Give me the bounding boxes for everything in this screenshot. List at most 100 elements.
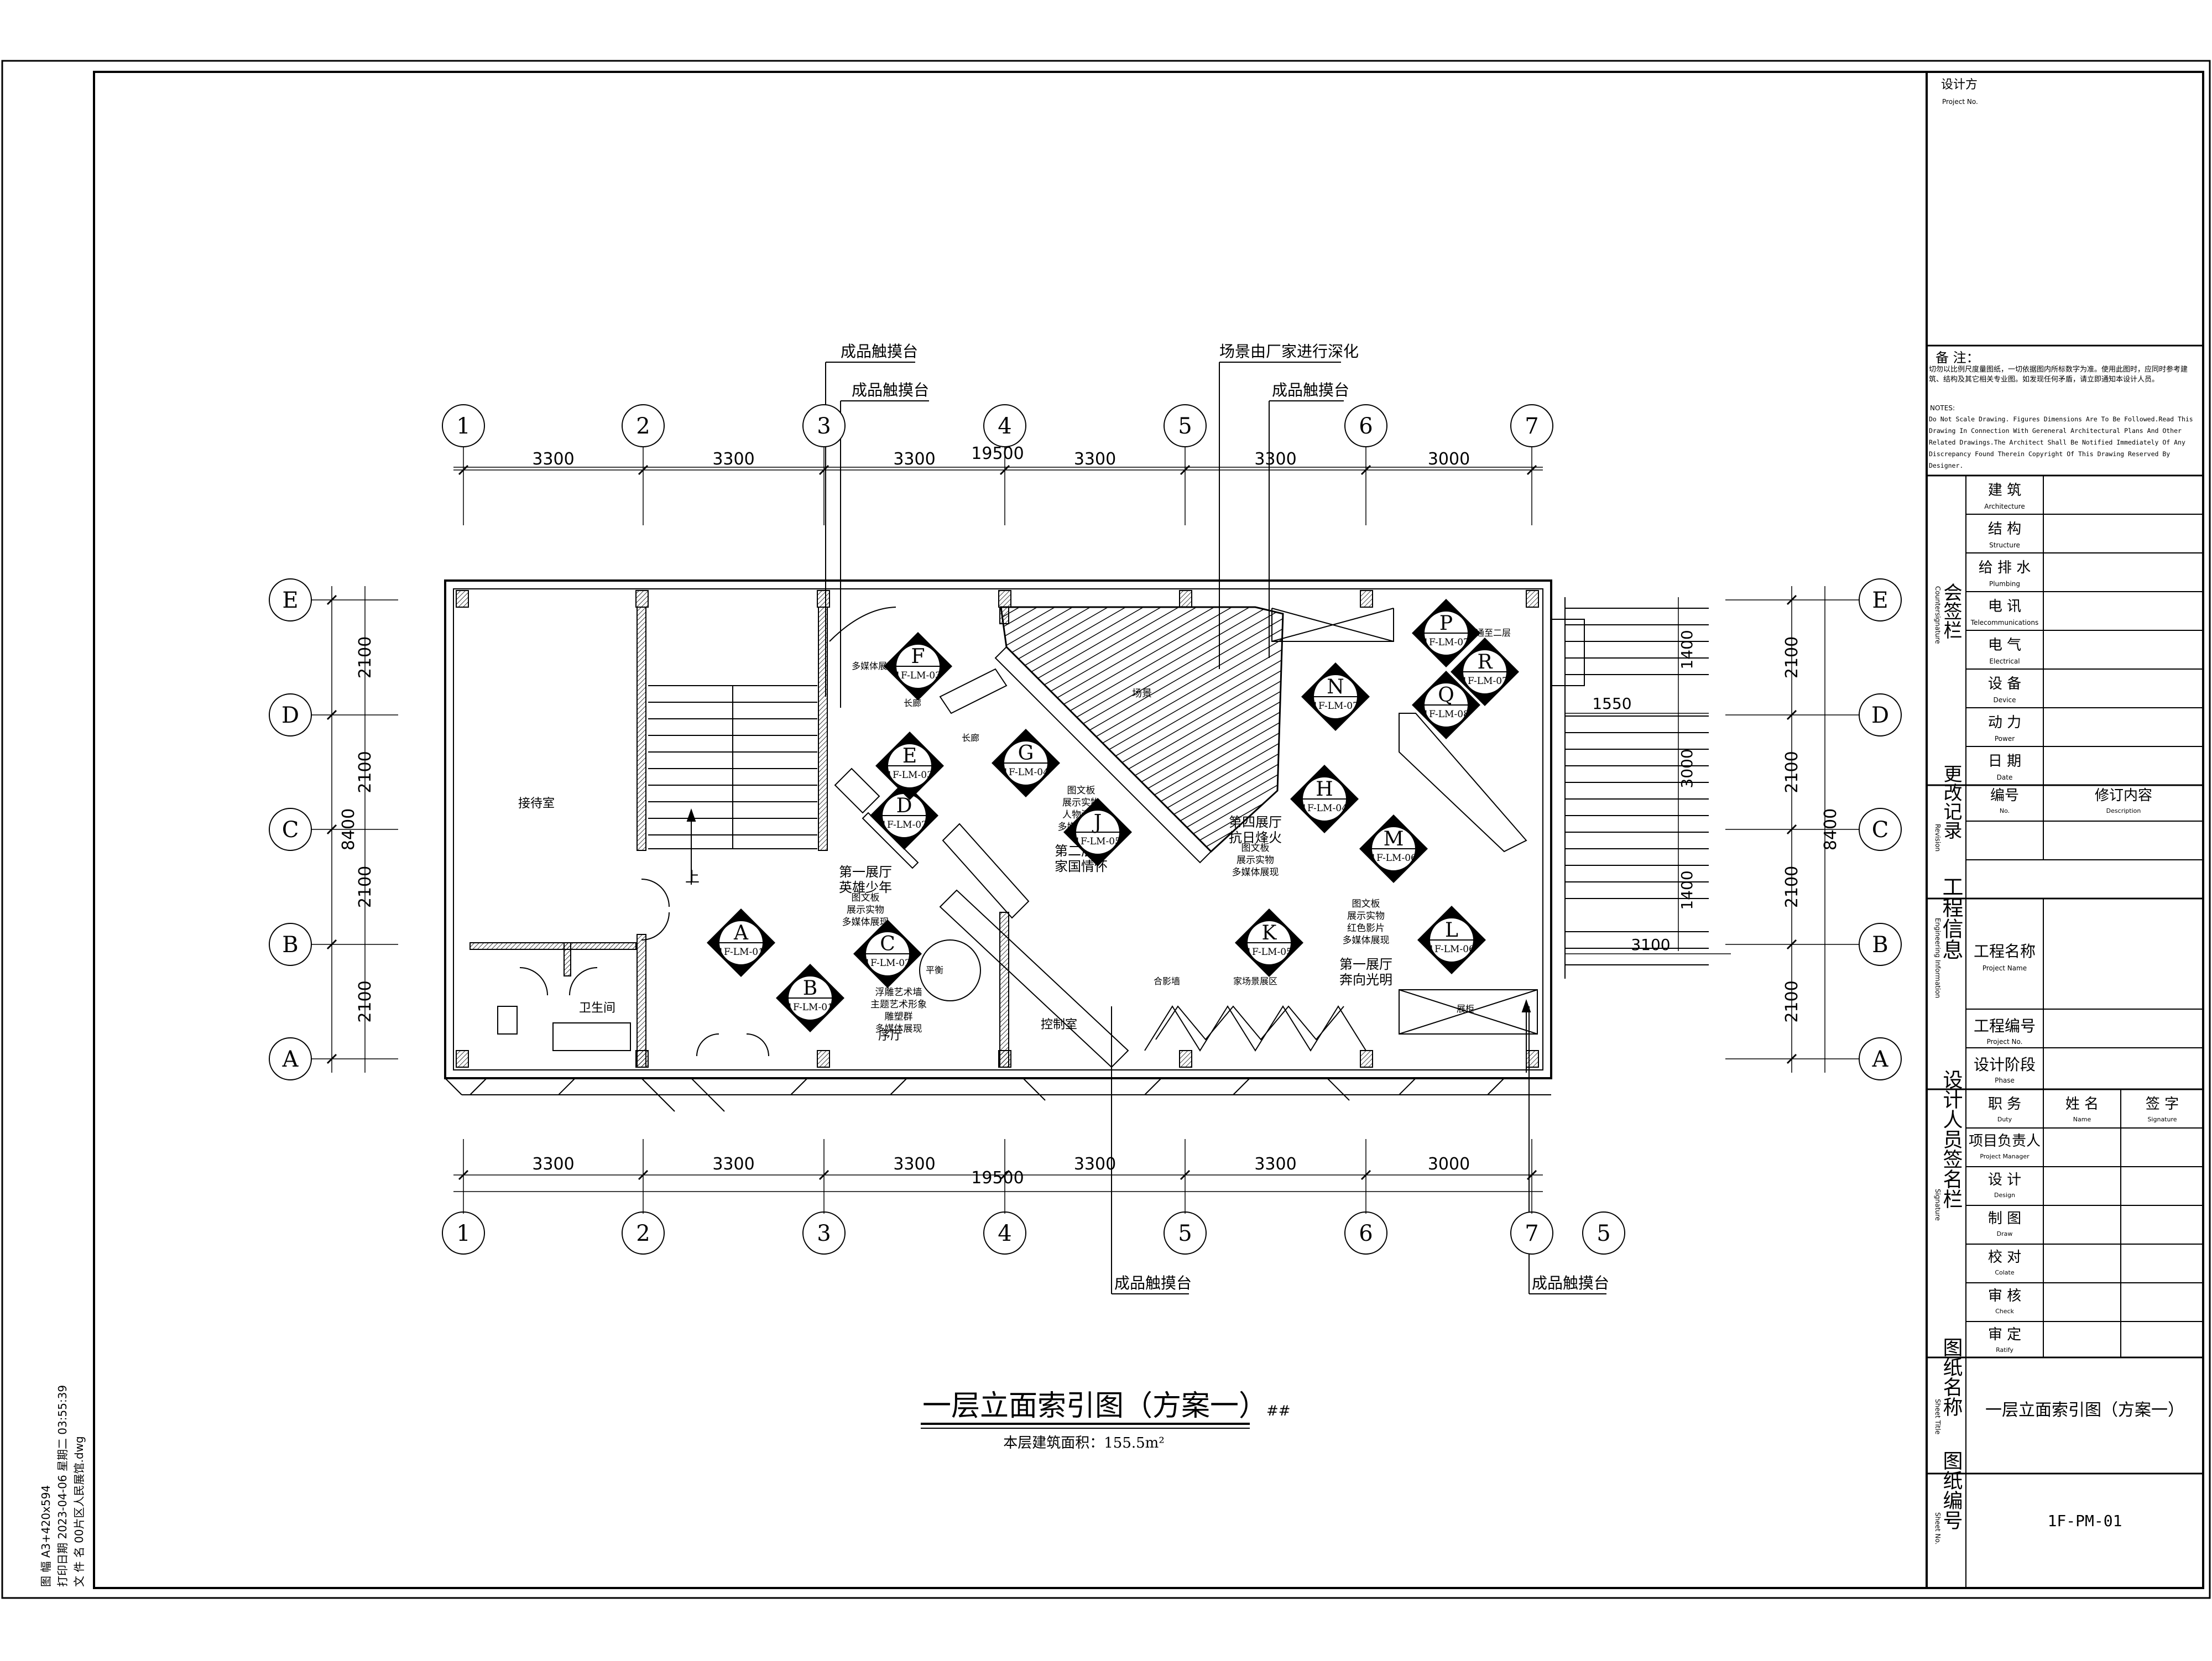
tb-discipline-7: 日 期 [1988, 753, 2021, 770]
index-marker-Q[interactable]: Q1F-LM-08 [1412, 671, 1480, 739]
tb-rev-no-en: No. [2000, 807, 2010, 814]
tb-role-0: 项目负责人 [1969, 1133, 2041, 1150]
dim-total-bottom: 19500 [971, 1168, 1024, 1188]
svg-text:7: 7 [1525, 414, 1538, 439]
hall-h2-line-0: 图文板 [1067, 785, 1095, 796]
marker-code: 1F-LM-06 [1370, 853, 1417, 864]
doors [497, 879, 769, 1057]
room-control: 控制室 [1041, 1018, 1077, 1032]
tb-revision: 更改记录 [1940, 764, 1962, 839]
tb-discipline-en-5: Device [1993, 696, 2016, 704]
index-marker-G[interactable]: G1F-LM-04 [992, 729, 1060, 797]
dim-dims_y_right-3: 2100 [1782, 980, 1802, 1022]
tb-sheet-name: 一层立面索引图（方案一） [1985, 1401, 2184, 1420]
tb-project-name-en: Project Name [1983, 964, 2027, 972]
tb-role-en-4: Check [1995, 1308, 2014, 1315]
dim-dims_y_right-2: 2100 [1782, 866, 1802, 908]
axis-y-right-C: C [1859, 808, 1902, 851]
tb-discipline-en-1: Structure [1989, 541, 2020, 549]
tb-sheet-no-label: 图纸编号 [1940, 1450, 1963, 1530]
exterior-edge [445, 999, 1551, 1112]
dim-3100: 3100 [1631, 936, 1670, 954]
drawing-title-group: 一层立面索引图（方案一） ## 本层建筑面积：155.5m² [921, 1390, 1291, 1451]
dim-dims_x-3: 3300 [1074, 450, 1116, 469]
tb-discipline-en-6: Power [1995, 735, 2015, 743]
index-marker-N[interactable]: N1F-LM-07 [1301, 662, 1370, 731]
index-marker-D[interactable]: D1F-LM-02 [870, 781, 938, 850]
svg-text:1: 1 [456, 1221, 470, 1246]
tb-discipline-2: 给 排 水 [1979, 560, 2031, 576]
svg-text:3: 3 [817, 414, 831, 439]
tb-discipline-0: 建 筑 [1988, 482, 2021, 499]
marker-code: 1F-LM-01 [718, 947, 764, 958]
tb-discipline-6: 动 力 [1988, 714, 2021, 731]
tb-discipline-3: 电 讯 [1988, 598, 2021, 615]
hall-h3-line-4: 多媒体展现 [1232, 867, 1279, 878]
index-marker-K[interactable]: K1F-LM-05 [1235, 908, 1303, 977]
tb-discipline-5: 设 备 [1988, 676, 2021, 692]
index-marker-C[interactable]: C1F-LM-02 [853, 920, 922, 988]
marker-letter: B [803, 977, 817, 1000]
tb-discipline-en-2: Plumbing [1989, 580, 2020, 588]
dim-3000: 3000 [1678, 749, 1696, 788]
tb-role-en-2: Draw [1997, 1230, 2013, 1237]
svg-text:4: 4 [998, 414, 1011, 439]
axis-x-bottom-7: 7 [1510, 1211, 1553, 1255]
dim-dims_x-0: 3300 [532, 450, 574, 469]
label-stairs-note: 通至二层 [1475, 628, 1511, 638]
marker-letter: K [1262, 922, 1277, 944]
tb-role-1: 设 计 [1988, 1172, 2021, 1188]
tb-role-en-3: Colate [1995, 1269, 2015, 1276]
hall-h4-line-4: 第一展厅 [1339, 957, 1392, 972]
marker-code: 1F-LM-02 [864, 958, 911, 969]
svg-text:A: A [282, 1047, 299, 1072]
callout-1: 成品触摸台 [841, 342, 918, 361]
marker-code: 1F-LM-04 [1003, 767, 1049, 778]
stair-right [1551, 597, 1709, 979]
axis-y-right-B: B [1859, 923, 1902, 966]
hall-h3-line-2: 图文板 [1241, 843, 1270, 854]
tb-discipline-4: 电 气 [1988, 637, 2021, 654]
dim-dims_x_bottom-0: 3300 [532, 1155, 574, 1174]
label-long2: 长廊 [962, 733, 979, 743]
hall-h1-line-0: 第一展厅 [839, 864, 892, 880]
svg-text:7: 7 [1525, 1221, 1538, 1246]
title-block [1926, 71, 2204, 1589]
index-marker-L[interactable]: L1F-LM-06 [1417, 906, 1486, 974]
tb-sheet-name-label-en: Sheet Title [1934, 1399, 1942, 1434]
index-marker-H[interactable]: H1F-LM-04 [1290, 765, 1359, 833]
room-lobby: 序厅 [878, 1029, 902, 1043]
tb-discipline-en-3: Telecommunications [1970, 619, 2038, 626]
index-marker-P[interactable]: P1F-LM-07 [1412, 599, 1480, 667]
svg-text:E: E [1872, 588, 1888, 613]
hall-h4-line-2: 红色影片 [1347, 923, 1385, 934]
index-marker-J[interactable]: J1F-LM-05 [1063, 798, 1132, 866]
svg-text:4: 4 [998, 1221, 1011, 1246]
svg-text:D: D [281, 703, 299, 728]
index-marker-M[interactable]: M1F-LM-06 [1359, 814, 1428, 883]
index-marker-F[interactable]: F1F-LM-03 [884, 632, 952, 701]
dim-dims_y_right-0: 2100 [1782, 636, 1802, 678]
hall-h5-line-1: 主题艺术形象 [870, 999, 927, 1010]
marker-code: 1F-LM-03 [886, 770, 933, 781]
index-marker-E[interactable]: E1F-LM-03 [875, 732, 944, 800]
index-marker-R[interactable]: R1F-LM-07 [1451, 638, 1519, 706]
index-marker-B[interactable]: B 1F-LM-01 [776, 964, 844, 1032]
dim-dims_x_bottom-3: 3300 [1074, 1155, 1116, 1174]
tb-design-stage-en: Phase [1995, 1077, 2015, 1084]
marker-code: 1F-LM-01 [787, 1002, 833, 1013]
svg-text:5: 5 [1178, 414, 1192, 439]
axis-x-bottom-2: 2 [622, 1211, 665, 1255]
dim-dims_x-5: 3000 [1428, 450, 1470, 469]
drawing-title-suffix: ## [1266, 1403, 1291, 1419]
tb-role-en-0: Project Manager [1980, 1153, 2030, 1160]
axis-x-bottom-5: 5 [1164, 1211, 1207, 1255]
index-marker-A[interactable]: A1F-LM-01 [707, 908, 775, 977]
axis-x-top-7: 7 [1510, 404, 1553, 447]
axis-y-left-B: B [269, 923, 312, 966]
tb-project-name: 工程名称 [1974, 942, 2036, 960]
tb-eng-info: 工程信息 [1939, 876, 1963, 960]
hall-h1-line-1: 英雄少年 [839, 880, 892, 895]
label-cabinet: 展柜 [1457, 1004, 1474, 1014]
